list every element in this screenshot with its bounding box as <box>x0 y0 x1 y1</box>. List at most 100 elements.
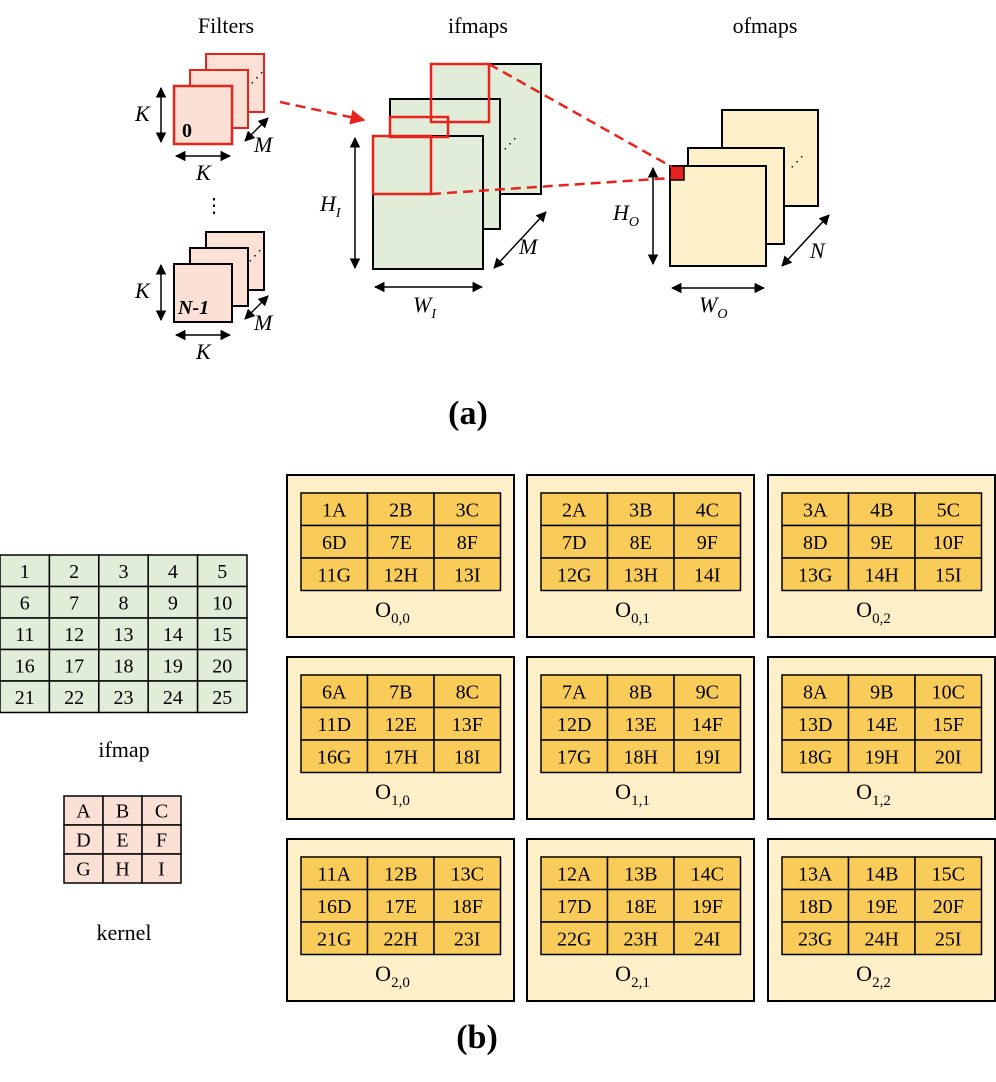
output-cell-bg <box>673 921 742 956</box>
filter-stack-ellipsis: ⋰ <box>248 249 262 264</box>
ifmap-cell-bg <box>98 554 149 588</box>
output-cell: 22H <box>384 928 418 950</box>
ifmap-cell-bg <box>48 648 100 682</box>
output-cell-bg <box>300 921 369 956</box>
output-cell-bg <box>433 856 502 891</box>
output-cell: 2A <box>562 499 587 521</box>
ifmap-cell: 9 <box>168 592 178 614</box>
output-cell: 24I <box>694 928 721 950</box>
output-cell-bg <box>673 524 742 559</box>
ifmap-cell: 24 <box>163 687 183 709</box>
output-cell-bg <box>847 674 916 709</box>
output-cell: 8C <box>456 681 479 703</box>
ifmap-cell: 12 <box>64 624 84 646</box>
output-cell: 19E <box>866 896 898 918</box>
output-cell: 13B <box>624 863 657 885</box>
output-cell: 23G <box>798 928 832 950</box>
output-cell-bg <box>366 557 435 592</box>
output-cell-bg <box>300 524 369 559</box>
output-label: O1,1 <box>615 779 650 809</box>
output-cell: 23H <box>624 928 658 950</box>
output-cell: 17E <box>385 896 417 918</box>
output-cell: 4C <box>696 499 719 521</box>
ifmap-cell: 5 <box>217 561 227 583</box>
caption-a: (a) <box>448 395 488 432</box>
output-cell-bg <box>781 706 850 741</box>
ifmap-cell: 20 <box>212 655 232 677</box>
kernel-cell: E <box>116 830 128 852</box>
ofmap-output-pixel <box>669 165 685 181</box>
output-cell-bg <box>366 674 435 709</box>
ofmaps-title: ofmaps <box>733 13 798 38</box>
output-cell-bg <box>300 888 369 923</box>
output-cell-bg <box>914 921 983 956</box>
filters-vertical-ellipsis: ⋮ <box>204 195 224 217</box>
ifmap-cell: 16 <box>15 655 35 677</box>
ifmap-cell: 14 <box>163 624 183 646</box>
ifmap-cell: 7 <box>69 592 79 614</box>
output-cell-bg <box>914 706 983 741</box>
output-cell: 1A <box>322 499 347 521</box>
ofmaps-stack-ellipsis: ⋰ <box>790 155 804 170</box>
output-cell-bg <box>433 492 502 527</box>
ifmap-cell-bg <box>196 680 248 714</box>
output-cell: 13F <box>452 714 483 736</box>
output-cell-bg <box>847 888 916 923</box>
output-cell: 9B <box>870 681 893 703</box>
output-cell-bg <box>606 739 675 774</box>
output-cell: 13D <box>798 714 832 736</box>
kernel-cell: I <box>158 859 165 881</box>
output-cell: 3B <box>629 499 652 521</box>
output-cell: 9F <box>697 532 718 554</box>
output-cell: 18F <box>452 896 483 918</box>
output-cell-bg <box>300 739 369 774</box>
ifmap-cell: 11 <box>15 624 34 646</box>
kernel-cell-bg <box>141 853 182 884</box>
output-cell-bg <box>781 739 850 774</box>
output-cell: 2B <box>389 499 412 521</box>
output-cell: 13I <box>454 564 481 586</box>
output-cell: 18E <box>625 896 657 918</box>
ofmap-depth-arrow <box>781 214 830 267</box>
ifmap-cell: 23 <box>114 687 134 709</box>
output-cell-bg <box>540 557 609 592</box>
filter-stack-ellipsis: ⋰ <box>250 71 264 86</box>
kernel-cell: F <box>156 830 167 852</box>
kernel-cell-bg <box>102 795 143 826</box>
ifmap-cell: 25 <box>212 687 232 709</box>
kernel-label: kernel <box>97 920 152 945</box>
ifmap-cell: 10 <box>212 592 232 614</box>
output-cell: 16D <box>317 896 351 918</box>
ofmap-width-label: WO <box>699 292 727 322</box>
output-cell: 15F <box>933 714 964 736</box>
output-cell: 12D <box>557 714 591 736</box>
output-cell: 8D <box>803 532 827 554</box>
output-cell-bg <box>540 856 609 891</box>
filter-0-label: 0 <box>182 120 192 142</box>
output-cell: 3A <box>803 499 828 521</box>
output-label: O1,0 <box>375 779 410 809</box>
output-cell: 14I <box>694 564 721 586</box>
output-cell-bg <box>606 492 675 527</box>
output-cell: 14H <box>865 564 899 586</box>
ifmap-cell: 18 <box>114 655 134 677</box>
filter-n-1-label: N-1 <box>177 297 209 319</box>
output-cell-bg <box>606 557 675 592</box>
output-cell-bg <box>781 856 850 891</box>
kernel-cell-bg <box>63 853 104 884</box>
output-label: O0,0 <box>375 597 410 627</box>
output-cell-bg <box>606 674 675 709</box>
output-cell-bg <box>300 706 369 741</box>
ifmap-cell-bg <box>196 648 248 682</box>
output-cell-bg <box>914 674 983 709</box>
output-cell: 10F <box>933 532 964 554</box>
output-cell-bg <box>433 557 502 592</box>
output-cell-bg <box>673 492 742 527</box>
output-cell: 13G <box>798 564 832 586</box>
